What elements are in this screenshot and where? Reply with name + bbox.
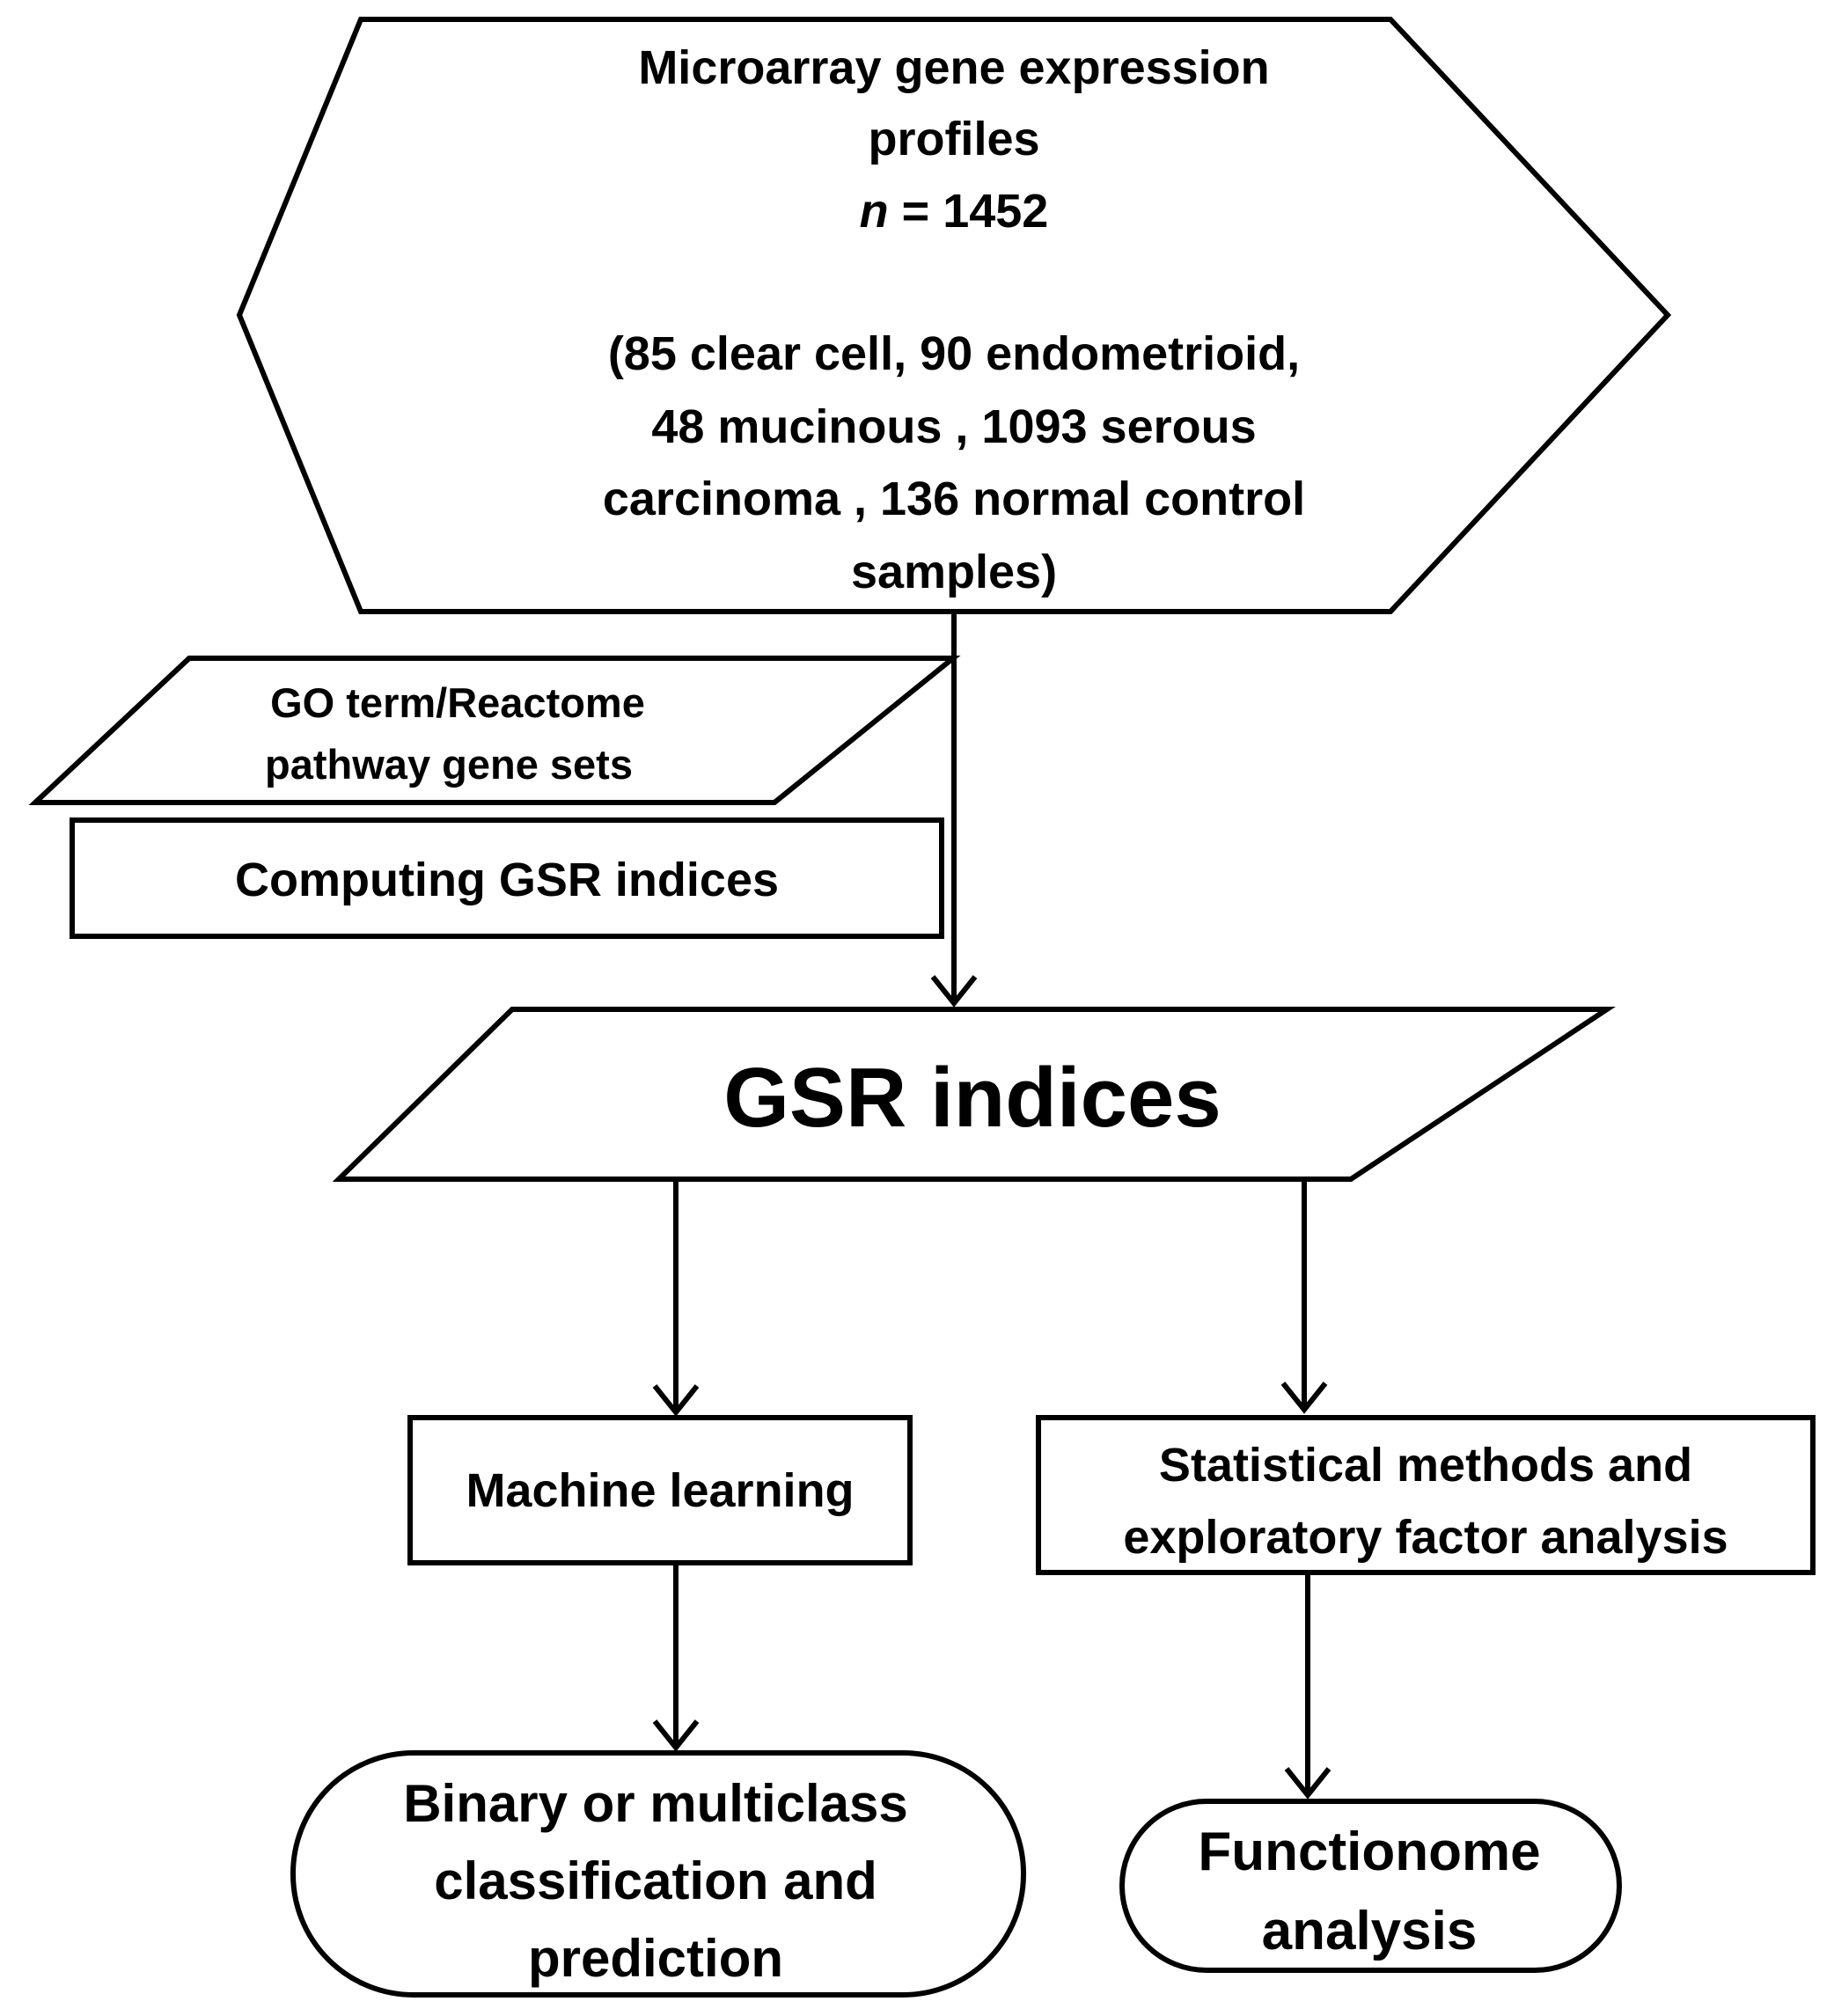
statistical-line2: exploratory factor analysis bbox=[1123, 1511, 1728, 1564]
edge-machine-learning-to-classification bbox=[652, 1563, 700, 1752]
machine-learning-label: Machine learning bbox=[466, 1464, 854, 1517]
arrowhead bbox=[652, 1384, 700, 1417]
computing-label: Computing GSR indices bbox=[235, 854, 779, 906]
rectangle-shape bbox=[1036, 1415, 1816, 1575]
edge-gsr-to-statistical bbox=[1280, 1179, 1328, 1414]
edge-statistical-to-functionome bbox=[1284, 1572, 1331, 1800]
gsr-indices-label: GSR indices bbox=[723, 1051, 1221, 1145]
arrowhead bbox=[930, 975, 978, 1008]
microarray-detail-line3: carcinoma , 136 normal control bbox=[603, 473, 1305, 525]
node-gene-sets: GO term/Reactome pathway gene sets bbox=[28, 656, 961, 805]
arrowhead bbox=[1280, 1382, 1328, 1414]
node-machine-learning: Machine learning bbox=[407, 1415, 913, 1565]
node-computing: Computing GSR indices bbox=[70, 817, 944, 939]
parallelogram-shape bbox=[332, 1007, 1616, 1182]
gene-sets-line2: pathway gene sets bbox=[265, 741, 633, 788]
microarray-sample-count: n = 1452 bbox=[860, 185, 1049, 238]
arrowhead bbox=[1284, 1767, 1331, 1800]
classification-line2: classification and bbox=[434, 1851, 877, 1910]
gene-sets-line1: GO term/Reactome bbox=[270, 679, 645, 726]
rectangle-shape bbox=[70, 817, 944, 939]
microarray-title-line2: profiles bbox=[868, 113, 1039, 165]
rounded-terminal-shape bbox=[290, 1750, 1026, 1998]
edge-microarray-to-gsr bbox=[930, 612, 978, 1008]
parallelogram-shape bbox=[28, 656, 961, 805]
microarray-detail-line1: (85 clear cell, 90 endometrioid, bbox=[608, 327, 1300, 380]
microarray-detail-line4: samples) bbox=[851, 546, 1057, 598]
n-value: = 1452 bbox=[889, 185, 1049, 238]
node-classification: Binary or multiclass classification and … bbox=[290, 1750, 1026, 1998]
functionome-line2: analysis bbox=[1262, 1901, 1478, 1961]
statistical-line1: Statistical methods and bbox=[1159, 1439, 1692, 1492]
arrowhead bbox=[652, 1719, 700, 1752]
node-microarray: Microarray gene expression profiles n = … bbox=[236, 17, 1672, 614]
node-functionome: Functionome analysis bbox=[1119, 1799, 1622, 1973]
rectangle-shape bbox=[407, 1415, 913, 1565]
microarray-detail-line2: 48 mucinous , 1093 serous bbox=[651, 400, 1256, 453]
classification-line1: Binary or multiclass bbox=[403, 1774, 908, 1833]
functionome-line1: Functionome bbox=[1198, 1822, 1540, 1882]
hexagon-shape bbox=[236, 17, 1672, 614]
node-gsr-indices: GSR indices bbox=[332, 1007, 1616, 1182]
microarray-title-line1: Microarray gene expression bbox=[638, 41, 1269, 94]
classification-line3: prediction bbox=[528, 1929, 783, 1988]
node-statistical: Statistical methods and exploratory fact… bbox=[1036, 1415, 1816, 1575]
edge-gsr-to-machine-learning bbox=[652, 1179, 700, 1417]
n-symbol: n bbox=[860, 185, 889, 238]
rounded-terminal-shape bbox=[1119, 1799, 1622, 1973]
